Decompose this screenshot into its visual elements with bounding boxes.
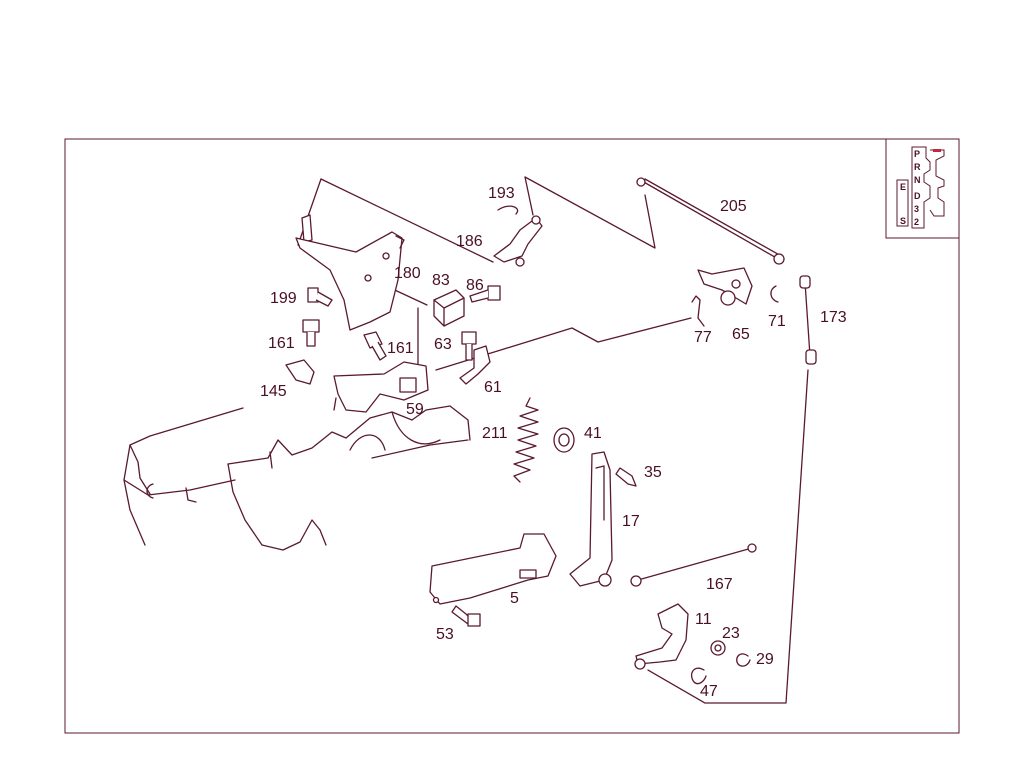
callout-161-center: 161 xyxy=(387,340,414,357)
part-63-bolt xyxy=(461,331,477,361)
callout-211: 211 xyxy=(482,425,508,442)
part-77-spring-clip xyxy=(691,295,705,327)
callout-205: 205 xyxy=(720,198,747,215)
part-23-bushing xyxy=(710,640,726,656)
part-211-spring xyxy=(513,397,539,483)
callout-167: 167 xyxy=(706,576,733,593)
callout-61: 61 xyxy=(484,379,502,396)
callout-77: 77 xyxy=(694,329,712,346)
callout-173: 173 xyxy=(820,309,847,326)
part-180-mounting-bracket xyxy=(295,214,405,331)
gear-letter-3: 3 xyxy=(914,204,919,214)
part-11-selector-lever xyxy=(634,603,689,670)
part-47-circlip xyxy=(690,667,707,685)
part-83-block xyxy=(433,289,465,327)
gear-letter-d: D xyxy=(914,191,921,201)
callout-17: 17 xyxy=(622,513,640,530)
part-71-circlip xyxy=(770,285,779,303)
callout-86: 86 xyxy=(466,277,484,294)
callout-193: 193 xyxy=(488,185,515,202)
callout-180: 180 xyxy=(394,265,421,282)
callout-65: 65 xyxy=(732,326,750,343)
transmission-housing xyxy=(123,405,471,551)
part-199-bolt xyxy=(307,287,333,307)
callout-29: 29 xyxy=(756,651,774,668)
part-167-control-rod xyxy=(630,543,757,587)
callout-63: 63 xyxy=(434,336,452,353)
callout-47: 47 xyxy=(700,683,718,700)
part-173-rod xyxy=(799,275,817,365)
callout-41: 41 xyxy=(584,425,602,442)
callout-145: 145 xyxy=(260,383,287,400)
part-29-circlip xyxy=(736,653,751,667)
part-5-base-plate xyxy=(429,533,557,605)
part-86-bolt xyxy=(469,285,501,303)
callout-71: 71 xyxy=(768,313,786,330)
part-61-bracket xyxy=(459,345,491,385)
part-205-selector-rod xyxy=(636,177,785,265)
gear-letter-r: R xyxy=(914,162,921,172)
part-145-clip xyxy=(285,359,315,385)
callout-186: 186 xyxy=(456,233,483,250)
part-53-bolt xyxy=(451,605,481,627)
gear-gate-inset: P R N D 3 2 E S xyxy=(885,138,960,239)
gear-letter-2: 2 xyxy=(914,217,919,227)
part-35-pin xyxy=(615,467,637,487)
gear-letter-p: P xyxy=(914,149,920,159)
part-186-lever-bracket xyxy=(493,205,543,267)
part-41-bushing xyxy=(553,427,575,453)
callout-35: 35 xyxy=(644,464,662,481)
callout-11: 11 xyxy=(695,611,712,628)
part-59-support xyxy=(333,361,429,413)
gear-letter-n: N xyxy=(914,175,921,185)
callout-83: 83 xyxy=(432,272,450,289)
part-161-bolt-left xyxy=(302,319,320,347)
callout-23: 23 xyxy=(722,625,740,642)
callout-5: 5 xyxy=(510,590,519,607)
callout-53: 53 xyxy=(436,626,454,643)
diagram-frame xyxy=(64,138,960,734)
part-161-bolt-center xyxy=(363,331,387,361)
part-17-shift-lever xyxy=(569,451,613,587)
callout-59: 59 xyxy=(406,401,424,418)
gear-side-letter-e: E xyxy=(900,182,906,192)
gear-side-letter-s: S xyxy=(900,216,906,226)
callout-161-left: 161 xyxy=(268,335,295,352)
part-65-lever xyxy=(697,267,753,306)
callout-labels: 205 193 186 180 199 83 86 161 161 63 145… xyxy=(260,185,847,700)
callout-199: 199 xyxy=(270,290,297,307)
